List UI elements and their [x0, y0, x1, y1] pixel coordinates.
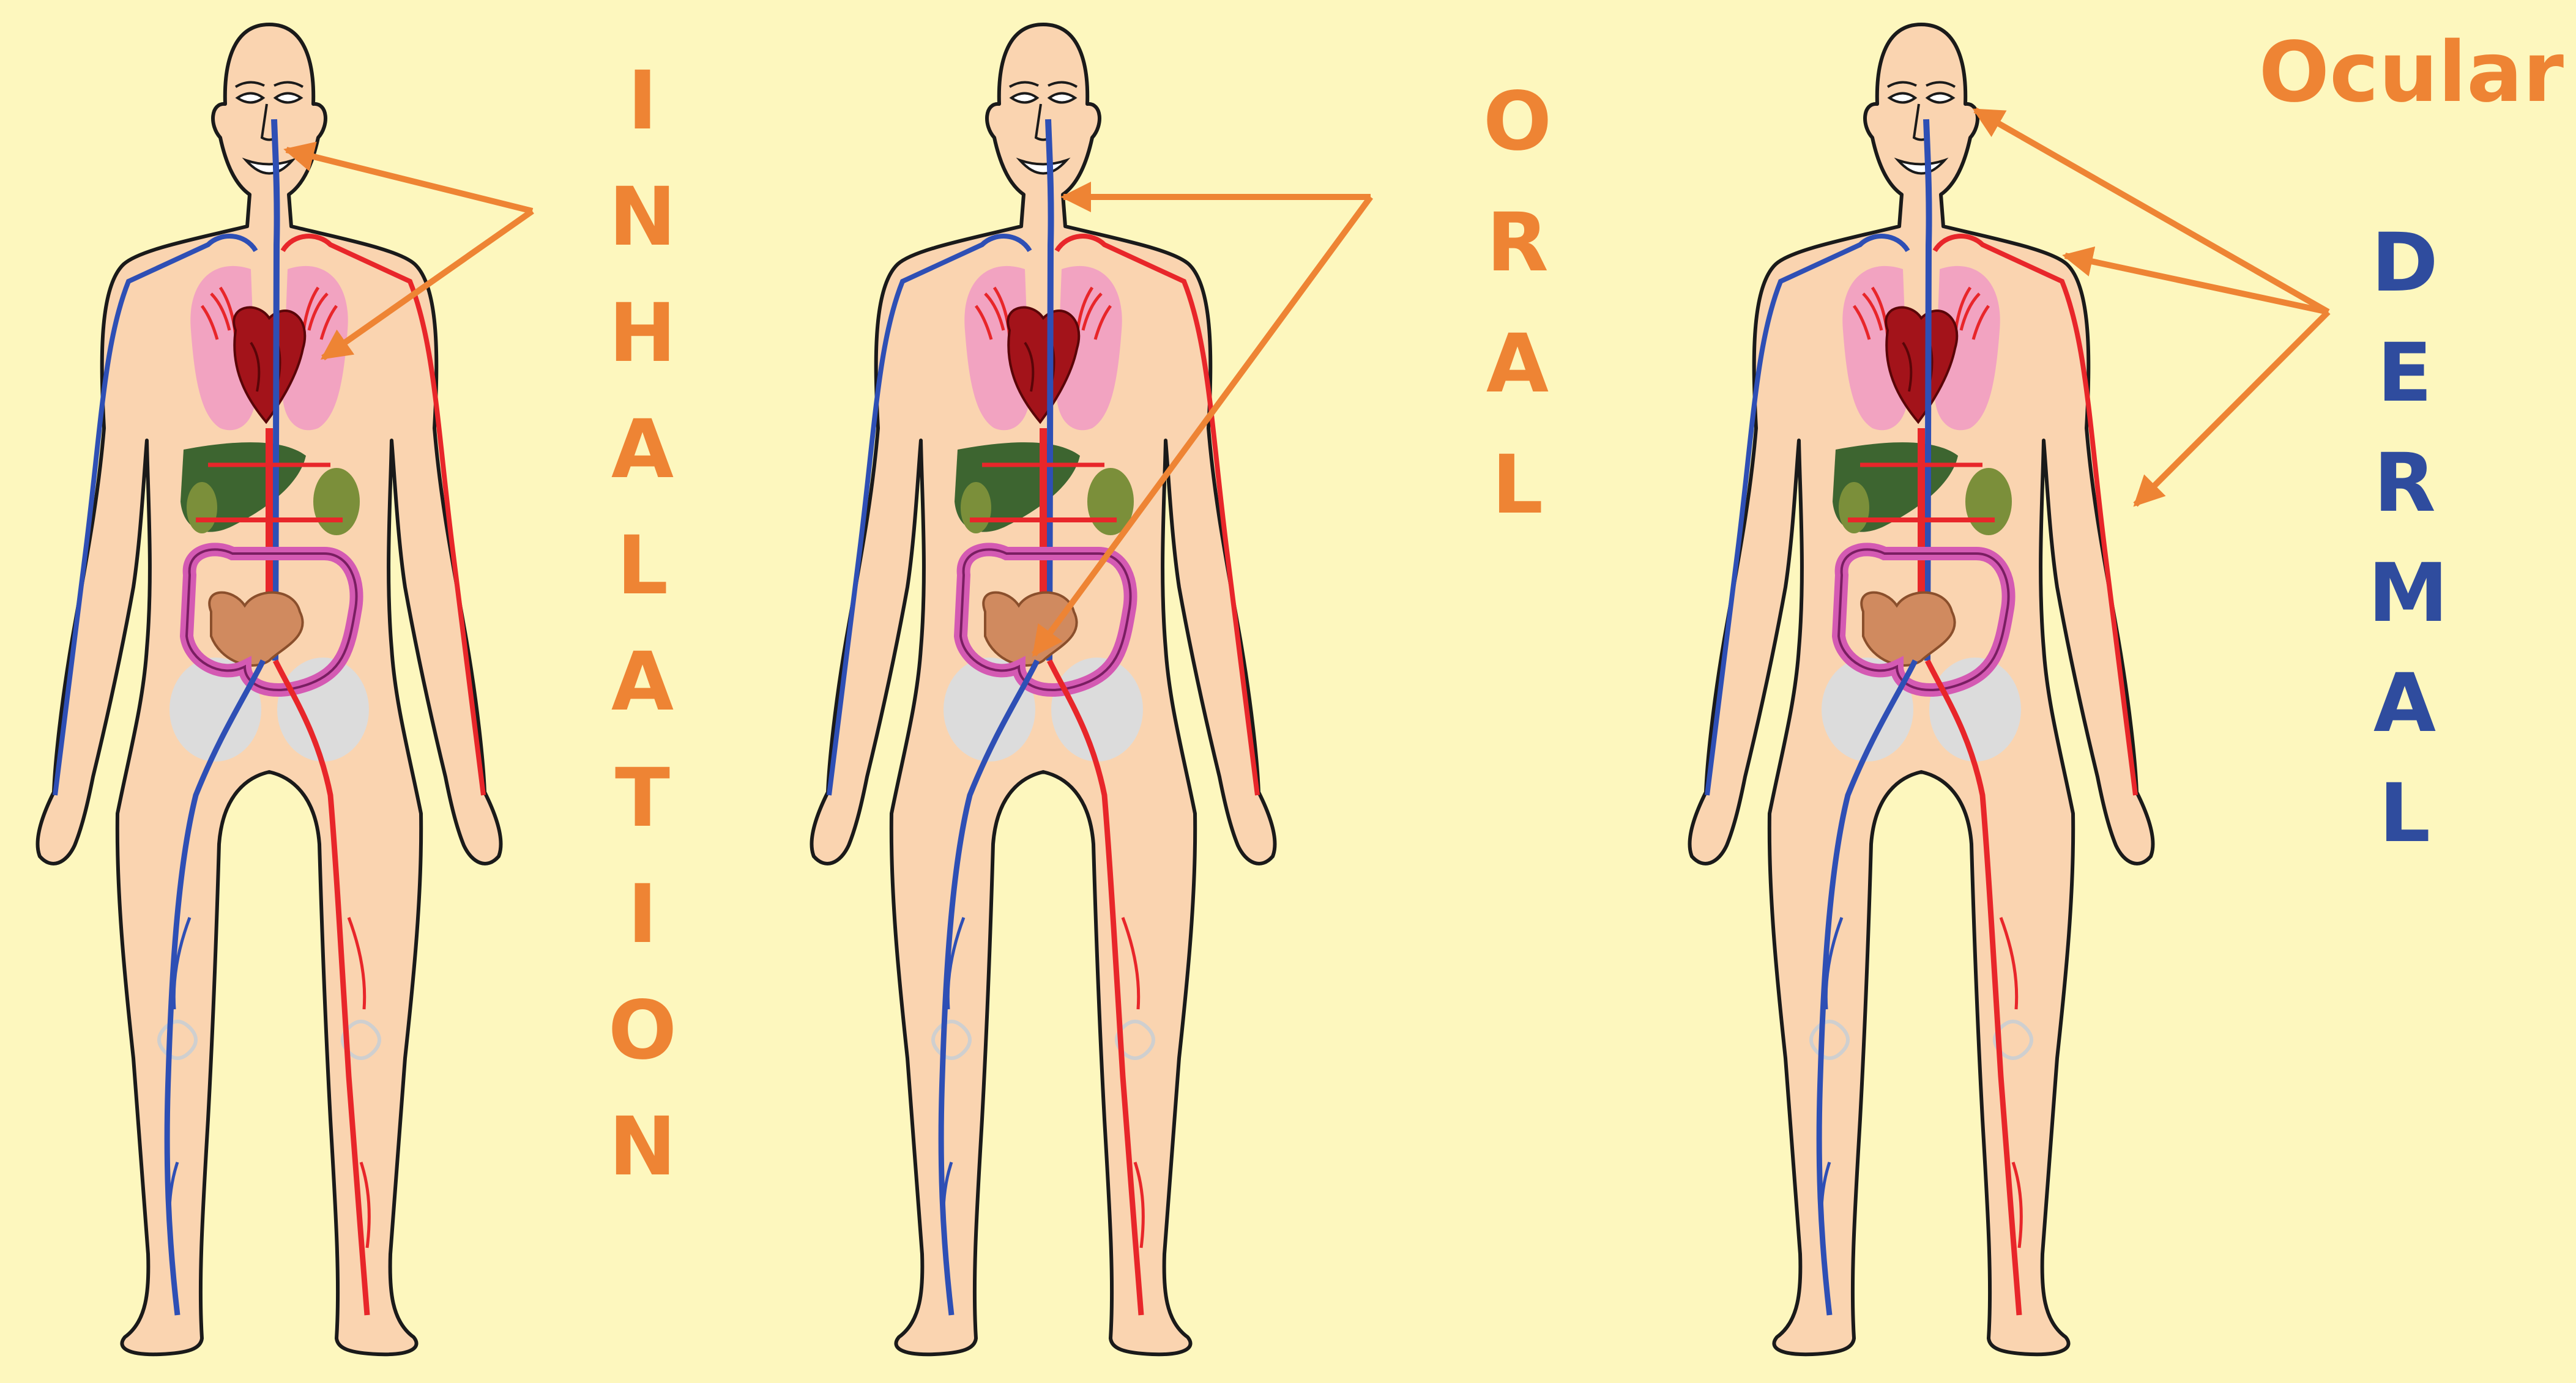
arrow-to-shoulder [2065, 256, 2328, 312]
inhalation-label: INHALATION [606, 43, 679, 1205]
human-body-figure-dermal [1690, 24, 2153, 1354]
human-body-figure-oral [812, 24, 1275, 1354]
ocular-label: Ocular [2246, 24, 2564, 121]
oral-label: ORAL [1481, 61, 1554, 546]
dermal-label: DERMAL [2368, 208, 2441, 869]
arrow-to-arm [2135, 312, 2328, 505]
human-body-figure-inhalation [38, 24, 501, 1354]
arrow-to-nose [286, 150, 532, 211]
